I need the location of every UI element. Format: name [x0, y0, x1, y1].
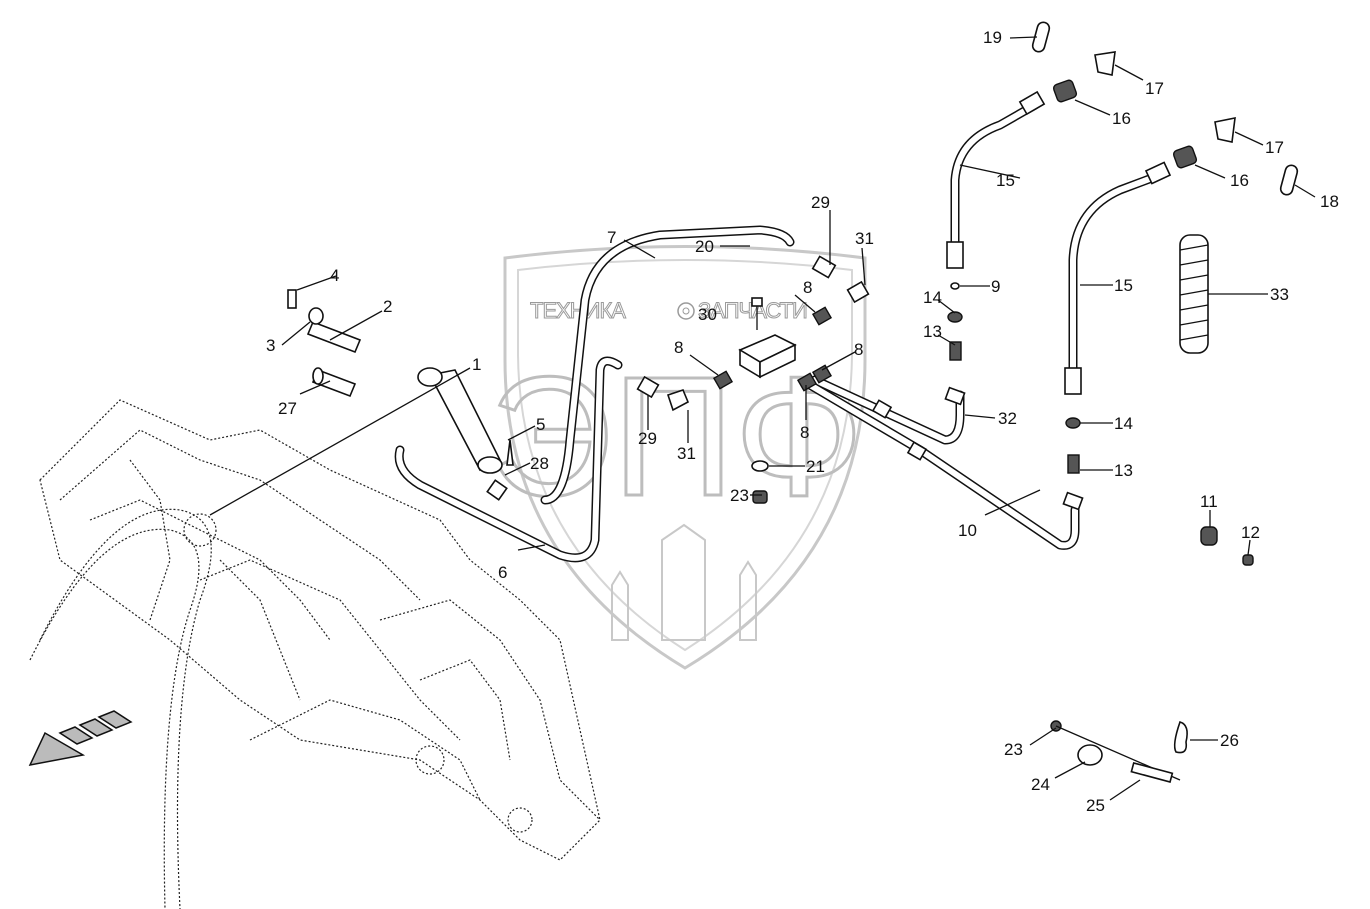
callout-20: 20: [695, 237, 714, 256]
callout-29b: 29: [638, 429, 657, 448]
callout-31a: 31: [855, 229, 874, 248]
watermark-shield: [503, 245, 867, 670]
coupling-16: [1052, 79, 1198, 169]
callout-7: 7: [607, 228, 616, 247]
fittings-13: [949, 341, 1080, 474]
callout-14a: 14: [923, 288, 942, 307]
roll-pin-4: [287, 289, 297, 309]
callout-23b: 23: [1004, 740, 1023, 759]
callout-4: 4: [330, 266, 339, 285]
dust-cap-17: [1094, 51, 1236, 143]
leader-lines: [209, 36, 1316, 801]
fitting-28: [486, 479, 508, 501]
callout-23a: 23: [730, 486, 749, 505]
callout-25: 25: [1086, 796, 1105, 815]
mower-frame: [29, 399, 601, 909]
callout-1: 1: [472, 355, 481, 374]
bolt-20: [751, 297, 763, 330]
sleeve-33: [1179, 234, 1209, 354]
callout-3: 3: [266, 336, 275, 355]
pin-27: [311, 367, 357, 398]
washers-14: [947, 311, 1081, 429]
callout-29a: 29: [811, 193, 830, 212]
tag-18: [1279, 164, 1299, 196]
callout-2: 2: [383, 297, 392, 316]
callout-12: 12: [1241, 523, 1260, 542]
adapter-29: [636, 255, 837, 399]
callout-8b: 8: [674, 338, 683, 357]
fittings-8: [712, 306, 833, 392]
washer-9: [950, 282, 960, 290]
callout-8c: 8: [854, 340, 863, 359]
pin-2: [306, 320, 362, 354]
callout-13b: 13: [1114, 461, 1133, 480]
callout-labels: 1 2 3 4 5 6 7 8 8 8 8 9 10 11 12 13 13 1…: [266, 28, 1339, 815]
tag-26: [1173, 721, 1188, 754]
callout-13a: 13: [923, 322, 942, 341]
callout-16b: 16: [1230, 171, 1249, 190]
pipe-7: [540, 225, 795, 505]
callout-10: 10: [958, 521, 977, 540]
hose-15-upper: [946, 90, 1046, 269]
watermark-left-text: ТЕХНИКА: [530, 298, 626, 323]
callout-27: 27: [278, 399, 297, 418]
callout-15b: 15: [1114, 276, 1133, 295]
callout-8a: 8: [803, 278, 812, 297]
callout-11: 11: [1200, 492, 1218, 511]
cotter-pin-5: [506, 439, 514, 466]
cap-12: [1242, 554, 1254, 566]
nut-23: [752, 490, 768, 504]
callout-17a: 17: [1145, 79, 1164, 98]
callout-18: 18: [1320, 192, 1339, 211]
callout-33: 33: [1270, 285, 1289, 304]
gear-icon: [677, 302, 695, 320]
bolt-25: [1130, 761, 1174, 783]
callout-9: 9: [991, 277, 1000, 296]
pipe-10: [805, 380, 1080, 550]
callout-19: 19: [983, 28, 1002, 47]
pipe-32: [810, 375, 965, 445]
callout-21: 21: [806, 457, 825, 476]
callout-6: 6: [498, 563, 507, 582]
tag-19: [1031, 21, 1051, 53]
callout-15a: 15: [996, 171, 1015, 190]
callout-24: 24: [1031, 775, 1050, 794]
washer-21: [751, 460, 769, 472]
callout-16a: 16: [1112, 109, 1131, 128]
cap-11: [1200, 526, 1218, 546]
callout-30: 30: [698, 305, 717, 324]
callout-31b: 31: [677, 444, 696, 463]
callout-17b: 17: [1265, 138, 1284, 157]
callout-32: 32: [998, 409, 1017, 428]
washer-3: [308, 307, 324, 325]
direction-arrow-icon: [28, 710, 133, 767]
callout-5: 5: [536, 415, 545, 434]
callout-26: 26: [1220, 731, 1239, 750]
nuts-lines: [871, 386, 1084, 511]
elbow-31: [666, 280, 870, 412]
valve-block-30: [738, 334, 797, 379]
pipe-6: [394, 356, 623, 563]
wheat-emblem: [611, 523, 757, 641]
hose-15-lower: [1064, 161, 1172, 395]
cylinder-1: [417, 367, 503, 474]
callout-14b: 14: [1114, 414, 1133, 433]
callout-8d: 8: [800, 423, 809, 442]
callout-28: 28: [530, 454, 549, 473]
